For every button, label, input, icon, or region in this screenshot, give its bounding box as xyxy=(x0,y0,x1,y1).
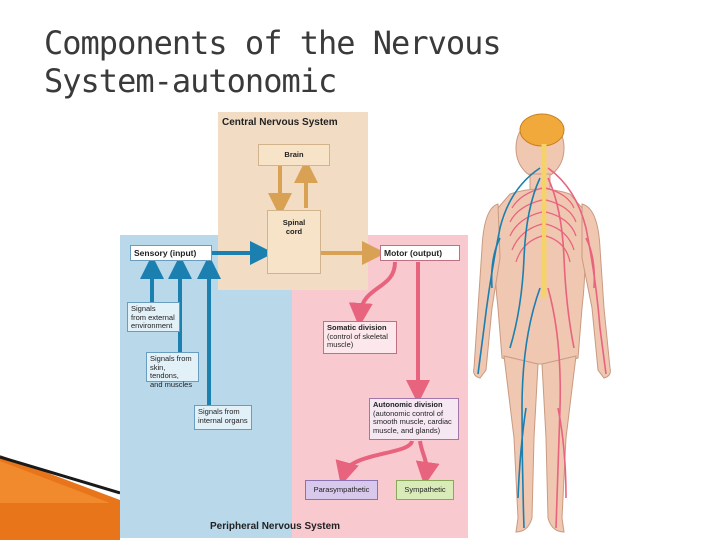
sympathetic-box: Sympathetic xyxy=(396,480,454,500)
autonomic-desc-line: smooth muscle, cardiac xyxy=(373,417,452,426)
signals-external-box: Signals from external environment xyxy=(127,302,180,332)
signals-skin-box: Signals from skin, tendons, and muscles xyxy=(146,352,199,388)
brain-box: Brain xyxy=(258,144,330,166)
human-body-nervous-system-icon xyxy=(473,113,611,533)
somatic-desc-line: (control of skeletal xyxy=(327,331,388,341)
somatic-desc-line: muscle) xyxy=(327,340,354,349)
sensory-box: Sensory (input) xyxy=(130,245,212,261)
signals-external-line: from external xyxy=(131,312,175,322)
signals-external-line: Signals xyxy=(131,304,156,313)
motor-to-somatic-arrow xyxy=(348,261,397,327)
signals-external-line: environment xyxy=(131,321,173,330)
slide-title: Components of the Nervous System-autonom… xyxy=(44,24,502,100)
title-line-1: Components of the Nervous xyxy=(44,24,502,62)
signals-skin-line: Signals from xyxy=(150,354,192,363)
signals-internal-line: internal organs xyxy=(198,415,248,425)
spinal-line-2: cord xyxy=(285,226,303,236)
pns-title: Peripheral Nervous System xyxy=(210,521,341,532)
autonomic-to-para-arrow xyxy=(335,440,414,486)
somatic-division-box: Somatic division (control of skeletal mu… xyxy=(323,321,397,354)
spinal-cord-box: Spinal cord xyxy=(267,210,321,274)
autonomic-division-box: Autonomic division (autonomic control of… xyxy=(369,398,459,440)
parasympathetic-box: Parasympathetic xyxy=(305,480,378,500)
signals-internal-box: Signals from internal organs xyxy=(194,405,252,430)
corner-decoration-icon xyxy=(0,455,120,540)
autonomic-desc-line: muscle, and glands) xyxy=(373,425,441,435)
autonomic-title: Autonomic division xyxy=(373,400,443,409)
title-line-2: System-autonomic xyxy=(44,62,337,100)
somatic-title: Somatic division xyxy=(327,323,387,332)
cns-title: Central Nervous System xyxy=(222,117,338,128)
signals-internal-line: Signals from xyxy=(198,407,240,416)
autonomic-desc-line: (autonomic control of xyxy=(373,408,444,418)
motor-box: Motor (output) xyxy=(380,245,460,261)
signals-skin-line: skin, tendons, xyxy=(150,362,179,380)
spinal-line-1: Spinal xyxy=(282,218,306,227)
signals-skin-line: and muscles xyxy=(150,379,193,389)
autonomic-to-symp-arrow xyxy=(415,440,440,486)
